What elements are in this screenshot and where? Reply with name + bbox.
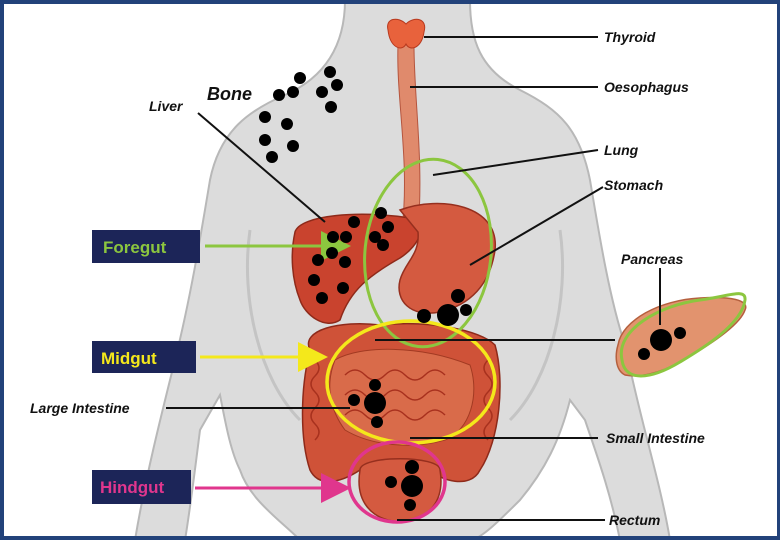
diagram-stage: Foregut Midgut Hindgut Thyroid Oesophagu…: [0, 0, 780, 540]
diagram-frame: [0, 0, 780, 540]
